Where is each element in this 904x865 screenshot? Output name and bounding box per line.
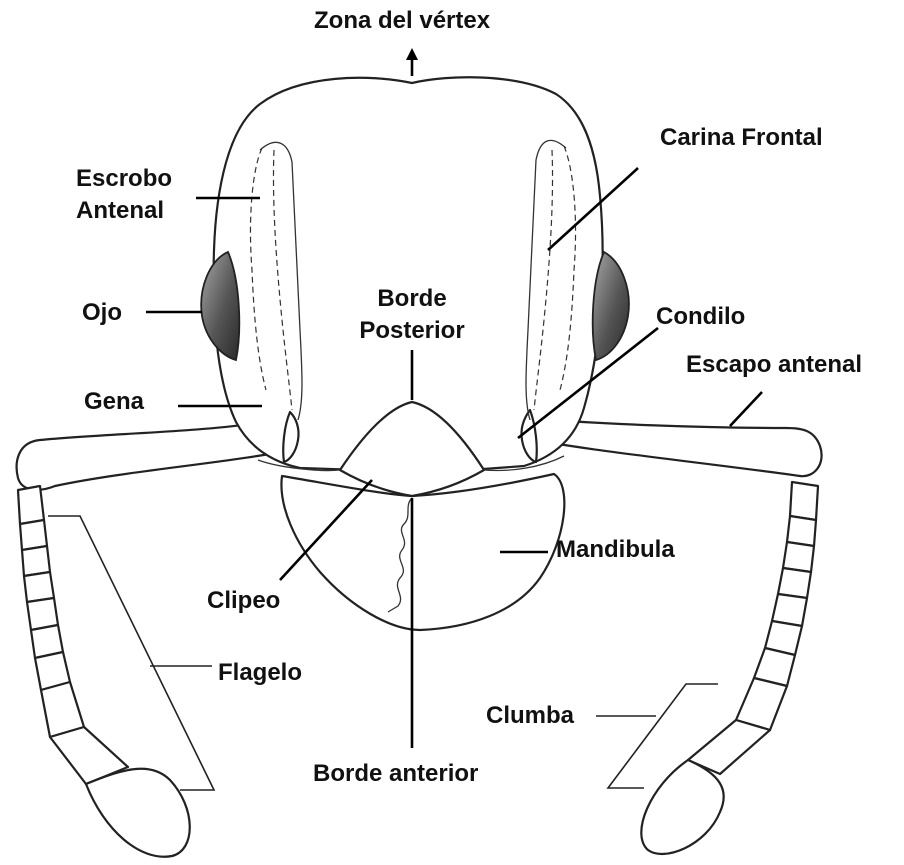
left-club-tip — [86, 769, 190, 857]
label-flagelo: Flagelo — [218, 658, 302, 687]
left-flagellum — [18, 486, 190, 857]
vertex-arrowhead — [406, 48, 418, 60]
label-escrobo-line2: Antenal — [76, 196, 164, 225]
right-eye — [593, 252, 629, 360]
label-escapo-antenal: Escapo antenal — [686, 350, 862, 379]
label-clumba: Clumba — [486, 701, 574, 730]
label-carina-frontal: Carina Frontal — [660, 123, 823, 152]
label-clipeo: Clipeo — [207, 586, 280, 615]
label-vertex: Zona del vértex — [314, 6, 490, 35]
label-gena: Gena — [84, 387, 144, 416]
right-club-tip — [641, 760, 723, 854]
label-ojo: Ojo — [82, 298, 122, 327]
label-mandibula: Mandibula — [556, 535, 675, 564]
label-borde-anterior: Borde anterior — [313, 759, 478, 788]
left-antenna — [17, 413, 300, 857]
right-antenna — [520, 418, 822, 854]
label-borde-posterior-line1: Borde — [352, 284, 472, 313]
label-condilo: Condilo — [656, 302, 745, 331]
label-borde-posterior-line2: Posterior — [340, 316, 484, 345]
left-eye — [201, 252, 239, 360]
label-escrobo-line1: Escrobo — [76, 164, 172, 193]
